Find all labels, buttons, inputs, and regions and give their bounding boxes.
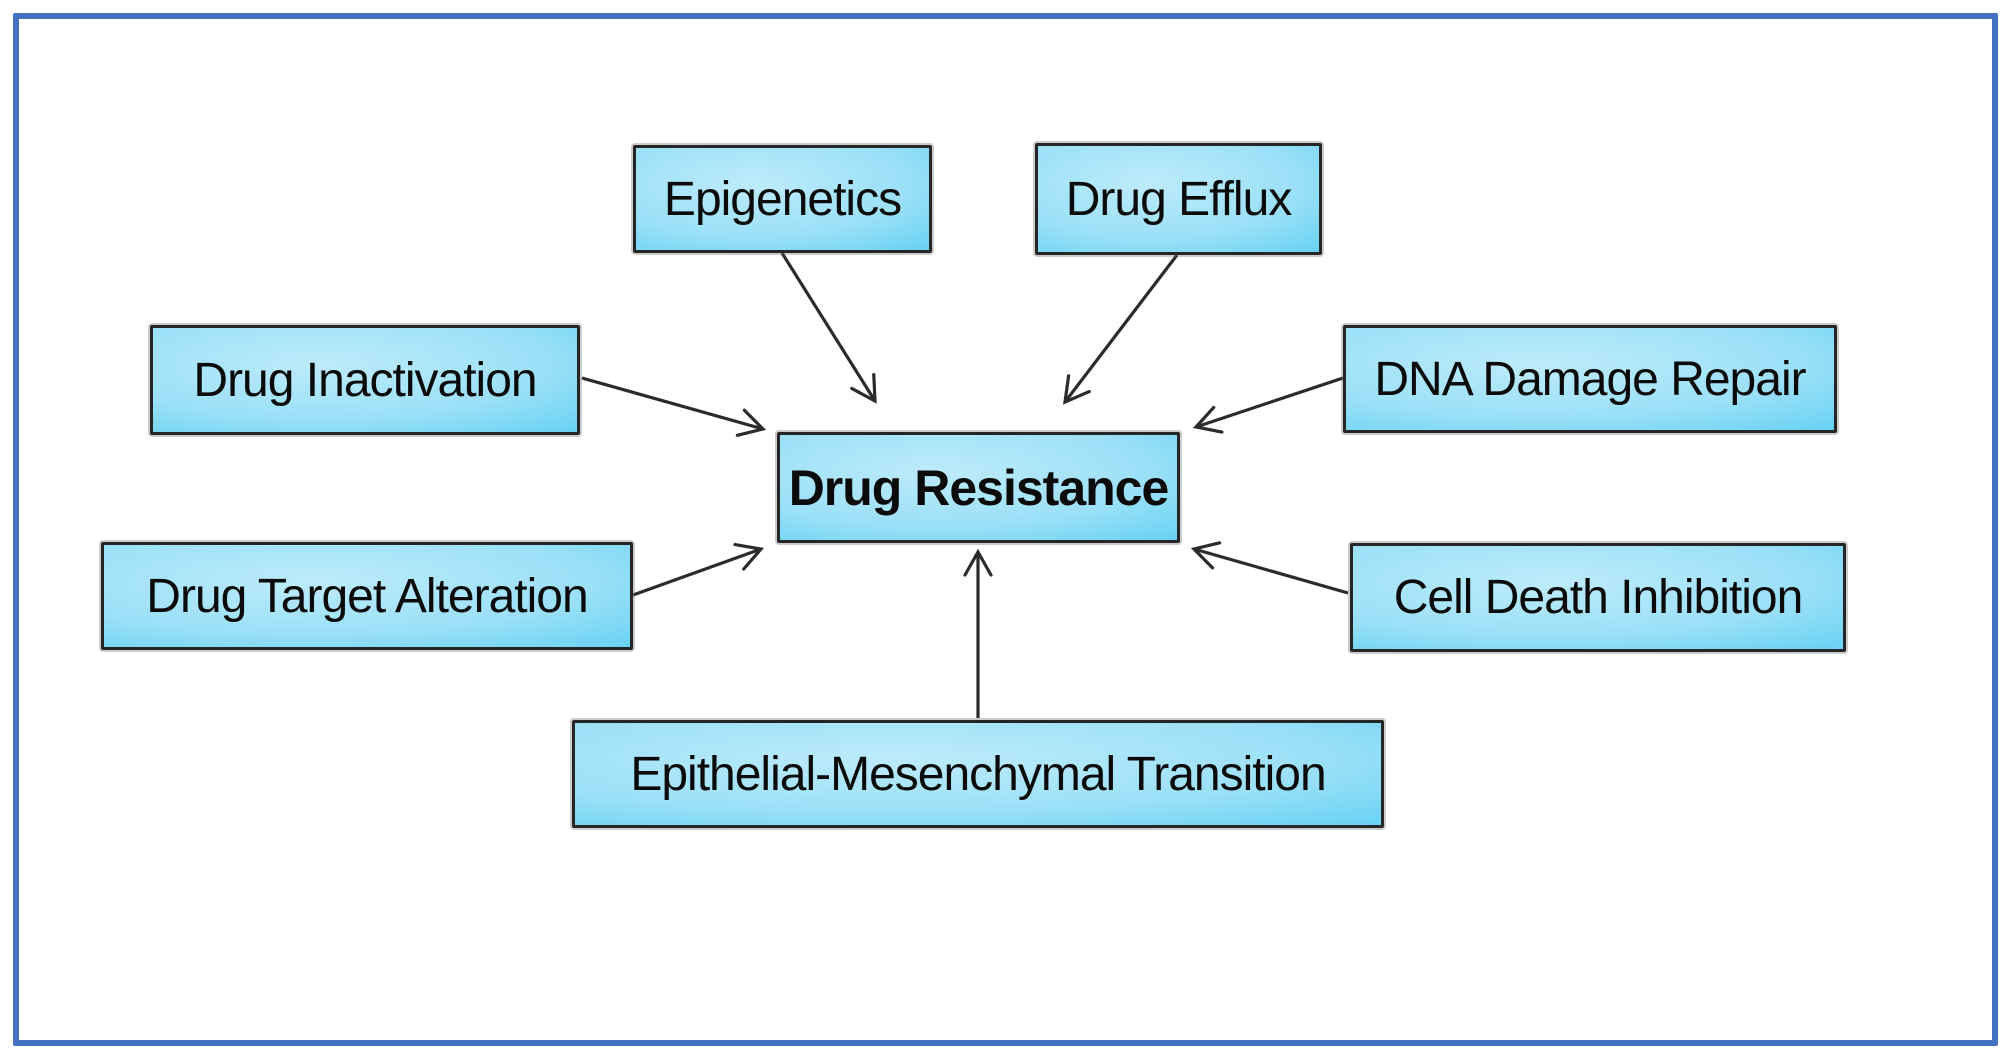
node-drug-efflux: Drug Efflux	[1035, 143, 1322, 255]
outer-frame	[13, 13, 1998, 1046]
arrow-epigenetics-to-center	[780, 252, 877, 404]
arrow-cell-death-inhibition-to-center	[1190, 541, 1349, 595]
node-epigenetics: Epigenetics	[633, 145, 932, 253]
node-epithelial-mesenchymal-transition: Epithelial-Mesenchymal Transition	[572, 720, 1384, 828]
node-drug-resistance: Drug Resistance	[777, 432, 1180, 543]
arrow-drug-inactivation-to-center	[581, 376, 767, 437]
arrow-drug-target-alteration-to-center	[632, 542, 765, 597]
node-drug-inactivation: Drug Inactivation	[150, 325, 580, 435]
node-dna-damage-repair: DNA Damage Repair	[1343, 325, 1837, 433]
arrow-drug-efflux-to-center	[1063, 254, 1179, 405]
node-cell-death-inhibition: Cell Death Inhibition	[1350, 543, 1846, 652]
arrow-dna-damage-repair-to-center	[1192, 376, 1344, 434]
node-drug-target-alteration: Drug Target Alteration	[101, 542, 633, 650]
